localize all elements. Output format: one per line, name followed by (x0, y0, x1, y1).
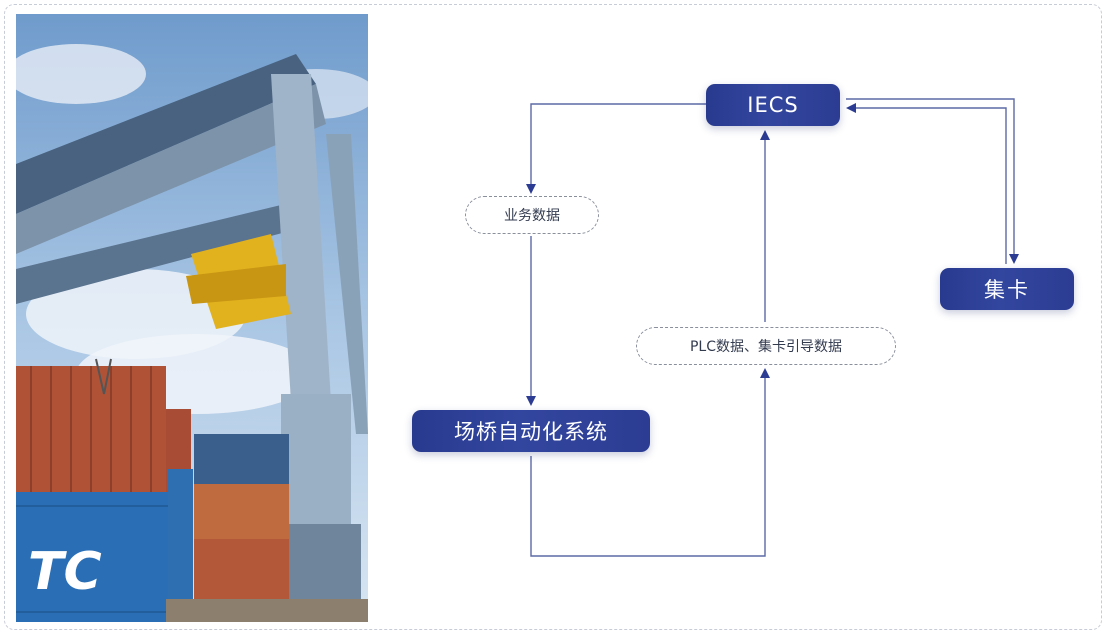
crane-photo: TC (16, 14, 368, 622)
node-yard-crane-automation-label: 场桥自动化系统 (454, 420, 608, 444)
label-plc-data: PLC数据、集卡引导数据 (636, 327, 896, 365)
node-iecs: IECS (706, 84, 840, 126)
node-yard-crane-automation: 场桥自动化系统 (412, 410, 650, 452)
node-truck: 集卡 (940, 268, 1074, 310)
node-iecs-label: IECS (747, 93, 799, 117)
label-plc-data-text: PLC数据、集卡引导数据 (689, 339, 843, 355)
node-truck-label: 集卡 (984, 278, 1030, 302)
label-business-data: 业务数据 (465, 196, 599, 234)
label-business-data-text: 业务数据 (504, 208, 560, 224)
container-logo-text: TC (28, 542, 102, 602)
